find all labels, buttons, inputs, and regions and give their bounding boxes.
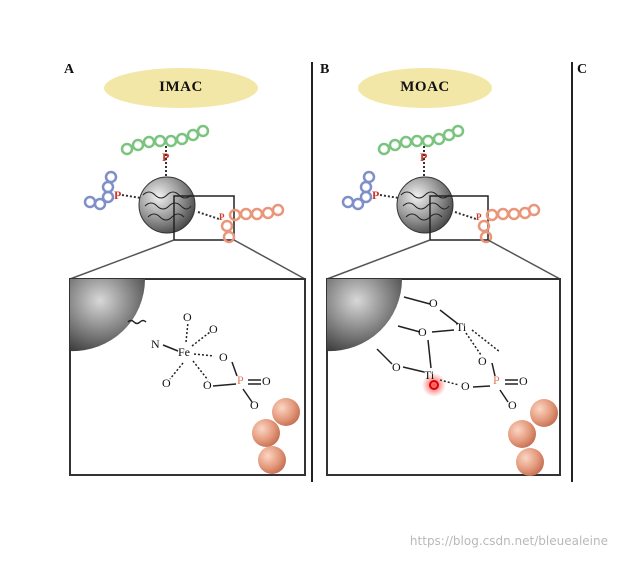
blue-peptide-chain bbox=[83, 170, 118, 211]
green-peptide-chain bbox=[120, 124, 210, 156]
oxygen-label: O bbox=[461, 379, 470, 393]
phosphate-label: P bbox=[162, 150, 170, 164]
panel-a-sphere bbox=[138, 176, 196, 234]
phosphate-label: P bbox=[219, 212, 225, 222]
panel-c-letter: C bbox=[577, 62, 588, 77]
bead bbox=[272, 398, 300, 426]
highlight-glow bbox=[422, 373, 446, 397]
bead bbox=[508, 420, 536, 448]
oxygen-label: O bbox=[183, 310, 192, 324]
oxygen-label: O bbox=[519, 374, 528, 388]
oxygen-label: O bbox=[203, 378, 212, 392]
phosphate-label: P bbox=[420, 150, 428, 164]
oxygen-label: O bbox=[209, 322, 218, 336]
panel-b-title: MOAC bbox=[400, 79, 450, 95]
metal-label: Ti bbox=[456, 320, 467, 334]
metal-label: Fe bbox=[178, 345, 190, 359]
oxygen-label: O bbox=[219, 350, 228, 364]
panel-b-pill bbox=[358, 68, 492, 108]
panel-b-letter: B bbox=[320, 62, 330, 77]
oxygen-label: O bbox=[250, 398, 259, 412]
green-peptide-chain bbox=[377, 124, 465, 156]
panel-b bbox=[326, 68, 561, 476]
oxygen-label: O bbox=[478, 354, 487, 368]
metal-label: Ti bbox=[424, 368, 435, 382]
panel-a bbox=[69, 68, 306, 476]
phosphate-label: P bbox=[114, 188, 122, 202]
bead bbox=[530, 399, 558, 427]
oxygen-label: O bbox=[262, 374, 271, 388]
panel-a-title: IMAC bbox=[159, 79, 203, 95]
oxygen-label: O bbox=[392, 360, 401, 374]
phosphate-label: P bbox=[476, 212, 482, 222]
oxygen-label: O bbox=[418, 325, 427, 339]
panel-a-letter: A bbox=[64, 62, 75, 77]
oxygen-label: O bbox=[162, 376, 171, 390]
bead bbox=[516, 448, 544, 476]
phosphate-label: P bbox=[372, 188, 380, 202]
phosphate-label: P bbox=[237, 373, 244, 387]
bead bbox=[258, 446, 286, 474]
panel-b-sphere bbox=[396, 176, 454, 234]
oxygen-label: O bbox=[429, 296, 438, 310]
salmon-peptide-chain bbox=[220, 203, 285, 244]
blue-peptide-chain bbox=[341, 170, 376, 211]
watermark-text: https://blog.csdn.net/bleuealeine bbox=[409, 534, 608, 548]
bead bbox=[252, 419, 280, 447]
nitrogen-label: N bbox=[151, 337, 160, 351]
phosphate-label: P bbox=[493, 373, 500, 387]
panel-a-pill bbox=[104, 68, 258, 108]
panel-a-zoom-box bbox=[173, 195, 235, 241]
oxygen-label: O bbox=[508, 398, 517, 412]
salmon-peptide-chain bbox=[477, 203, 541, 244]
